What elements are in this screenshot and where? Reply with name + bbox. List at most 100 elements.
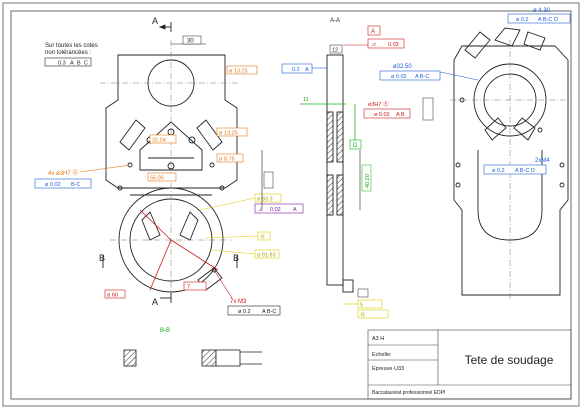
yellow-b-box <box>257 231 271 241</box>
tb-format: A3 H <box>372 336 384 342</box>
jaw-block <box>139 121 203 171</box>
title-block <box>367 329 572 400</box>
dim-4-30-tol: ø 0.2 <box>516 17 529 23</box>
slot-right <box>196 119 223 151</box>
dim-13-25-b: ø 13.25 <box>219 131 238 137</box>
section-aa-view <box>326 54 354 293</box>
dim-13-25-a: ø 13.25 <box>229 69 248 75</box>
general-datum-c: C <box>84 61 88 67</box>
datum-frame-left-value: 0.2 <box>292 67 300 73</box>
side-pin-2 <box>455 162 461 168</box>
dim-7xm3-leader <box>213 269 233 299</box>
datum-d: D <box>353 143 358 149</box>
dim-7xm3: 7x M3 <box>230 299 247 305</box>
dim-32-50-leader <box>439 71 479 81</box>
general-tol-value: 0.3 <box>58 61 66 67</box>
side-pin-6 <box>537 127 543 133</box>
aa-flatness: 0.03 <box>388 42 399 48</box>
dim-2xm4: 2xM4 <box>535 158 550 164</box>
dim-40-20-box <box>361 164 372 192</box>
cut-plane-b <box>102 255 238 268</box>
side-view <box>453 27 569 296</box>
datum-d-box <box>349 139 362 150</box>
dim-red-7: 7 <box>187 285 190 291</box>
dim-2xm4-tol: ø 0.2 <box>492 168 505 174</box>
dim-30-box <box>182 35 202 45</box>
tb-footer: Baccalauréat professionnel EDPI <box>372 390 445 396</box>
dim-bottom-yellow: 5 <box>360 303 363 309</box>
ring-slot-b <box>179 211 199 241</box>
aa-datum-a-box <box>367 25 381 36</box>
perp-symbol: ⊥ <box>258 206 263 213</box>
cut-a-label-top: A <box>152 16 158 26</box>
dim-32-04: 32.04 <box>152 138 166 144</box>
dim-side-box <box>422 97 434 121</box>
yellow-leaders <box>199 197 259 255</box>
side-body-outline <box>453 45 569 296</box>
dim-yellow-b: B <box>261 235 265 241</box>
aa-flatness-symbol: ⏥ <box>372 42 377 48</box>
dim-2xm4-frame <box>483 164 547 175</box>
dim-30: 30 <box>187 39 194 45</box>
dim-32-50-tol: ø 0.02 <box>391 74 407 80</box>
outer-frame <box>2 2 580 407</box>
general-note-line1: Sur toutes les cotes <box>45 43 98 49</box>
aa-flatness-frame <box>367 38 405 49</box>
dim-7xm3-frame <box>227 305 281 316</box>
section-rays <box>139 209 219 291</box>
yellow-a-box <box>254 193 282 203</box>
dim-3h7-tol: ø 0.02 <box>374 112 390 118</box>
yellow-c-box <box>254 249 280 259</box>
general-datum-b: B <box>77 61 81 67</box>
hole-right <box>188 136 196 144</box>
dim-60-box <box>104 289 126 299</box>
dim-72-box <box>263 171 274 189</box>
datum-frame-left <box>281 63 313 74</box>
general-datum-a: A <box>70 61 74 67</box>
dim-3h7-frame <box>363 108 411 119</box>
tb-exam: Epreuve U33 <box>372 366 404 372</box>
tb-scale-label: Echelle: <box>372 352 392 358</box>
dim-7xm3-ref: A B-C <box>262 309 276 315</box>
dim-4-30: ø 4.30 <box>533 8 551 14</box>
slot-left <box>119 119 146 151</box>
dim-4x-tol: ø 0.02 <box>45 182 61 188</box>
section-bb-view <box>123 349 262 367</box>
ring-slot-a <box>141 211 161 241</box>
side-pin-3 <box>455 182 461 188</box>
dim-yellow-a: ø 83.3 <box>257 197 273 203</box>
inner-frame <box>10 10 572 400</box>
dim-12: 12 <box>332 48 338 54</box>
drawing-title: Tete de soudage <box>464 353 554 367</box>
side-tab-1 <box>464 31 491 59</box>
dim-32-50-frame <box>379 70 441 81</box>
perp-frame <box>254 203 304 214</box>
dim-32-50-ref: A B-C <box>415 74 429 80</box>
pin-2 <box>209 162 215 168</box>
pin-3 <box>117 185 123 191</box>
side-tab-5 <box>513 117 536 141</box>
cut-b-label-left: B <box>99 253 105 263</box>
cut-plane-a-bottom <box>160 293 172 303</box>
cut-b-label-right: B <box>233 253 239 263</box>
dim-4-30-ref: A B-C D <box>538 17 558 23</box>
dim-40-20: 40.20 <box>365 174 371 188</box>
bottom-small-box <box>357 288 369 298</box>
dim-bottom-yellow-b: B <box>361 313 365 319</box>
dim-12-box <box>329 44 343 54</box>
general-tol-frame <box>44 57 92 67</box>
pin-5 <box>211 267 217 273</box>
dim-2xm4-ref: A B-C D <box>515 168 535 174</box>
dim-7xm3-tol: ø 0.2 <box>238 309 251 315</box>
side-tab-3 <box>523 31 546 51</box>
dim-55-05: 55.05 <box>150 176 164 182</box>
front-body-outline <box>105 54 238 189</box>
section-aa-label: A-A <box>330 18 340 24</box>
dim-perp-ref: A <box>293 207 297 213</box>
dim-3h7: ø3H7 Ⓔ <box>368 100 389 108</box>
dim-11: 11 <box>303 97 309 103</box>
section-bb-label: B-B <box>160 328 170 334</box>
side-tab-2 <box>494 27 521 47</box>
aa-datum-a: A <box>371 29 375 35</box>
